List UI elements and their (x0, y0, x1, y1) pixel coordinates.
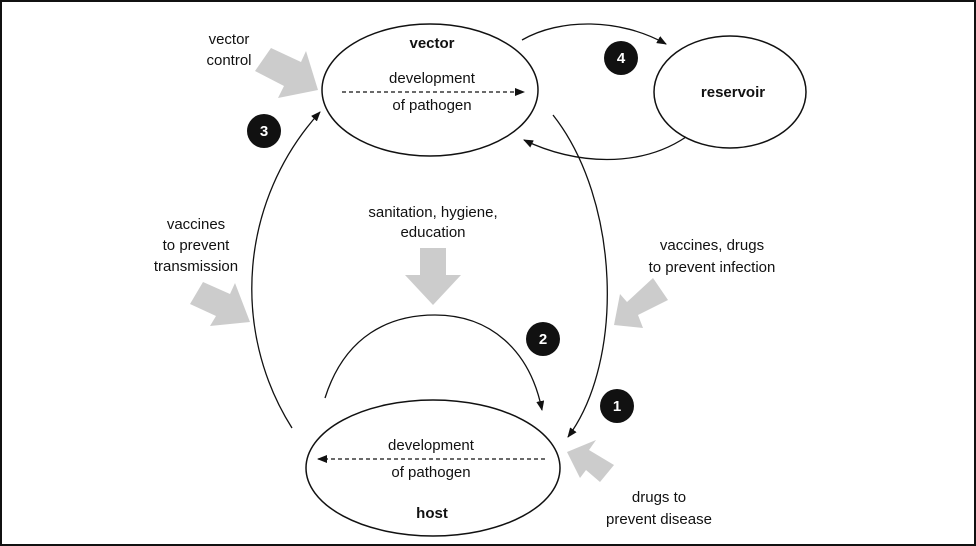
step-badge-1: 1 (600, 389, 634, 423)
step-badge-2: 2 (526, 322, 560, 356)
vector-development-line1: development (389, 70, 476, 87)
vector-control-label-line2: control (206, 52, 251, 69)
drugs-disease-arrow (567, 440, 614, 482)
sanitation-arrow (405, 248, 461, 305)
vaccines-drugs-infection-arrow (614, 278, 668, 328)
vector-to-host-arrow (552, 114, 608, 438)
host-node (305, 399, 561, 537)
vector-development-line2: of pathogen (392, 97, 471, 114)
vaccines-transmission-label-line2: to prevent (163, 237, 231, 254)
host-development-line1: development (388, 437, 475, 454)
host-title: host (416, 505, 448, 522)
host-to-host-arrow (324, 314, 545, 411)
vaccines-transmission-arrow (190, 282, 250, 326)
step-badge-1-number: 1 (613, 398, 621, 415)
step-badge-3: 3 (247, 114, 281, 148)
vaccines-drugs-infection-label-line1: vaccines, drugs (660, 237, 764, 254)
step-badge-4-number: 4 (617, 50, 626, 67)
host-to-vector-arrow (251, 111, 321, 429)
vector-title: vector (409, 35, 454, 52)
drugs-disease-label-line2: prevent disease (606, 511, 712, 528)
vector-to-reservoir-arrow (521, 23, 667, 45)
reservoir-to-vector-arrow (523, 136, 687, 161)
reservoir-node (653, 35, 807, 149)
reservoir-title: reservoir (701, 84, 765, 101)
vector-control-arrow (255, 48, 318, 98)
vector-node (321, 23, 539, 157)
sanitation-label-line2: education (400, 224, 465, 241)
step-badge-3-number: 3 (260, 123, 268, 140)
step-badge-4: 4 (604, 41, 638, 75)
sanitation-label-line1: sanitation, hygiene, (368, 204, 497, 221)
vaccines-transmission-label-line1: vaccines (167, 216, 225, 233)
host-development-line2: of pathogen (391, 464, 470, 481)
vector-control-label-line1: vector (209, 31, 250, 48)
vaccines-drugs-infection-label-line2: to prevent infection (649, 259, 776, 276)
drugs-disease-label-line1: drugs to (632, 489, 686, 506)
vaccines-transmission-label-line3: transmission (154, 258, 238, 275)
step-badge-2-number: 2 (539, 331, 547, 348)
